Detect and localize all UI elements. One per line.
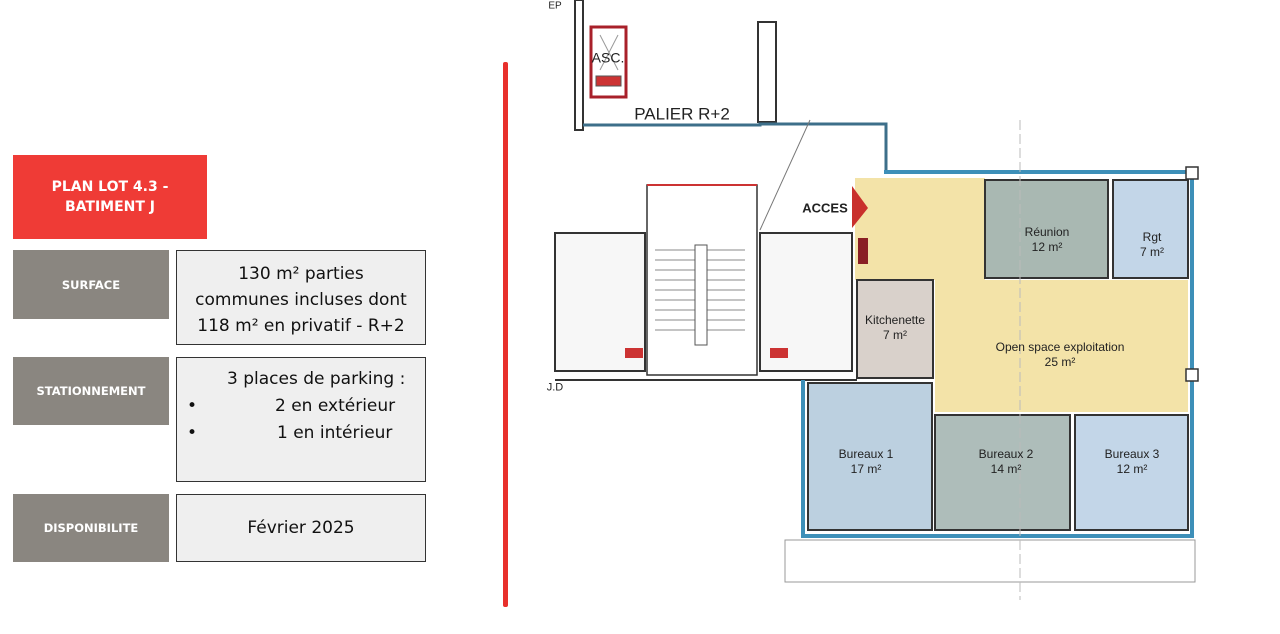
office-1 (807, 382, 933, 531)
availability-value: Février 2025 (176, 494, 426, 562)
parking-item: •2 en extérieur (187, 396, 396, 416)
parking-label: STATIONNEMENT (13, 357, 169, 425)
elevator-cross (599, 34, 619, 71)
toilets-women (554, 232, 646, 372)
parking-item-text: 1 en intérieur (277, 423, 393, 443)
outer-wall (801, 170, 1194, 538)
wall (757, 21, 777, 123)
landing-label: PALIER R+2 (634, 104, 730, 124)
corner-label: J.D (546, 381, 564, 394)
surface-line: 130 m² parties (238, 264, 364, 284)
open-space-fill (855, 178, 1188, 412)
office-3 (1074, 414, 1189, 531)
surface-line: 118 m² en privatif - R+2 (197, 316, 405, 336)
wall (583, 122, 888, 172)
access-arrow (852, 186, 868, 228)
kitchenette-room (856, 279, 934, 379)
surface-value: 130 m² parties communes incluses dont 11… (176, 250, 426, 345)
parking-value: 3 places de parking : •2 en extérieur •1… (176, 357, 426, 482)
surface-line: communes incluses dont (195, 290, 407, 310)
storage-room (1112, 179, 1189, 279)
meeting-room (984, 179, 1109, 279)
parking-intro: 3 places de parking : (227, 369, 406, 389)
access-label: ACCES (802, 200, 848, 216)
plan-title: PLAN LOT 4.3 - BATIMENT J (13, 155, 207, 239)
parking-item: •1 en intérieur (187, 423, 393, 443)
parking-item-text: 2 en extérieur (275, 396, 396, 416)
ep-label: EP (548, 0, 562, 12)
office-2 (934, 414, 1071, 531)
surface-label: SURFACE (13, 250, 169, 319)
parking-list: •2 en extérieur •1 en intérieur (177, 393, 425, 447)
availability-label: DISPONIBILITE (13, 494, 169, 562)
plan-title-text: PLAN LOT 4.3 - BATIMENT J (51, 179, 169, 215)
red-divider (503, 62, 508, 607)
elevator-label: ASC. (591, 49, 625, 66)
wall (574, 0, 584, 131)
elevator-door (595, 75, 622, 87)
